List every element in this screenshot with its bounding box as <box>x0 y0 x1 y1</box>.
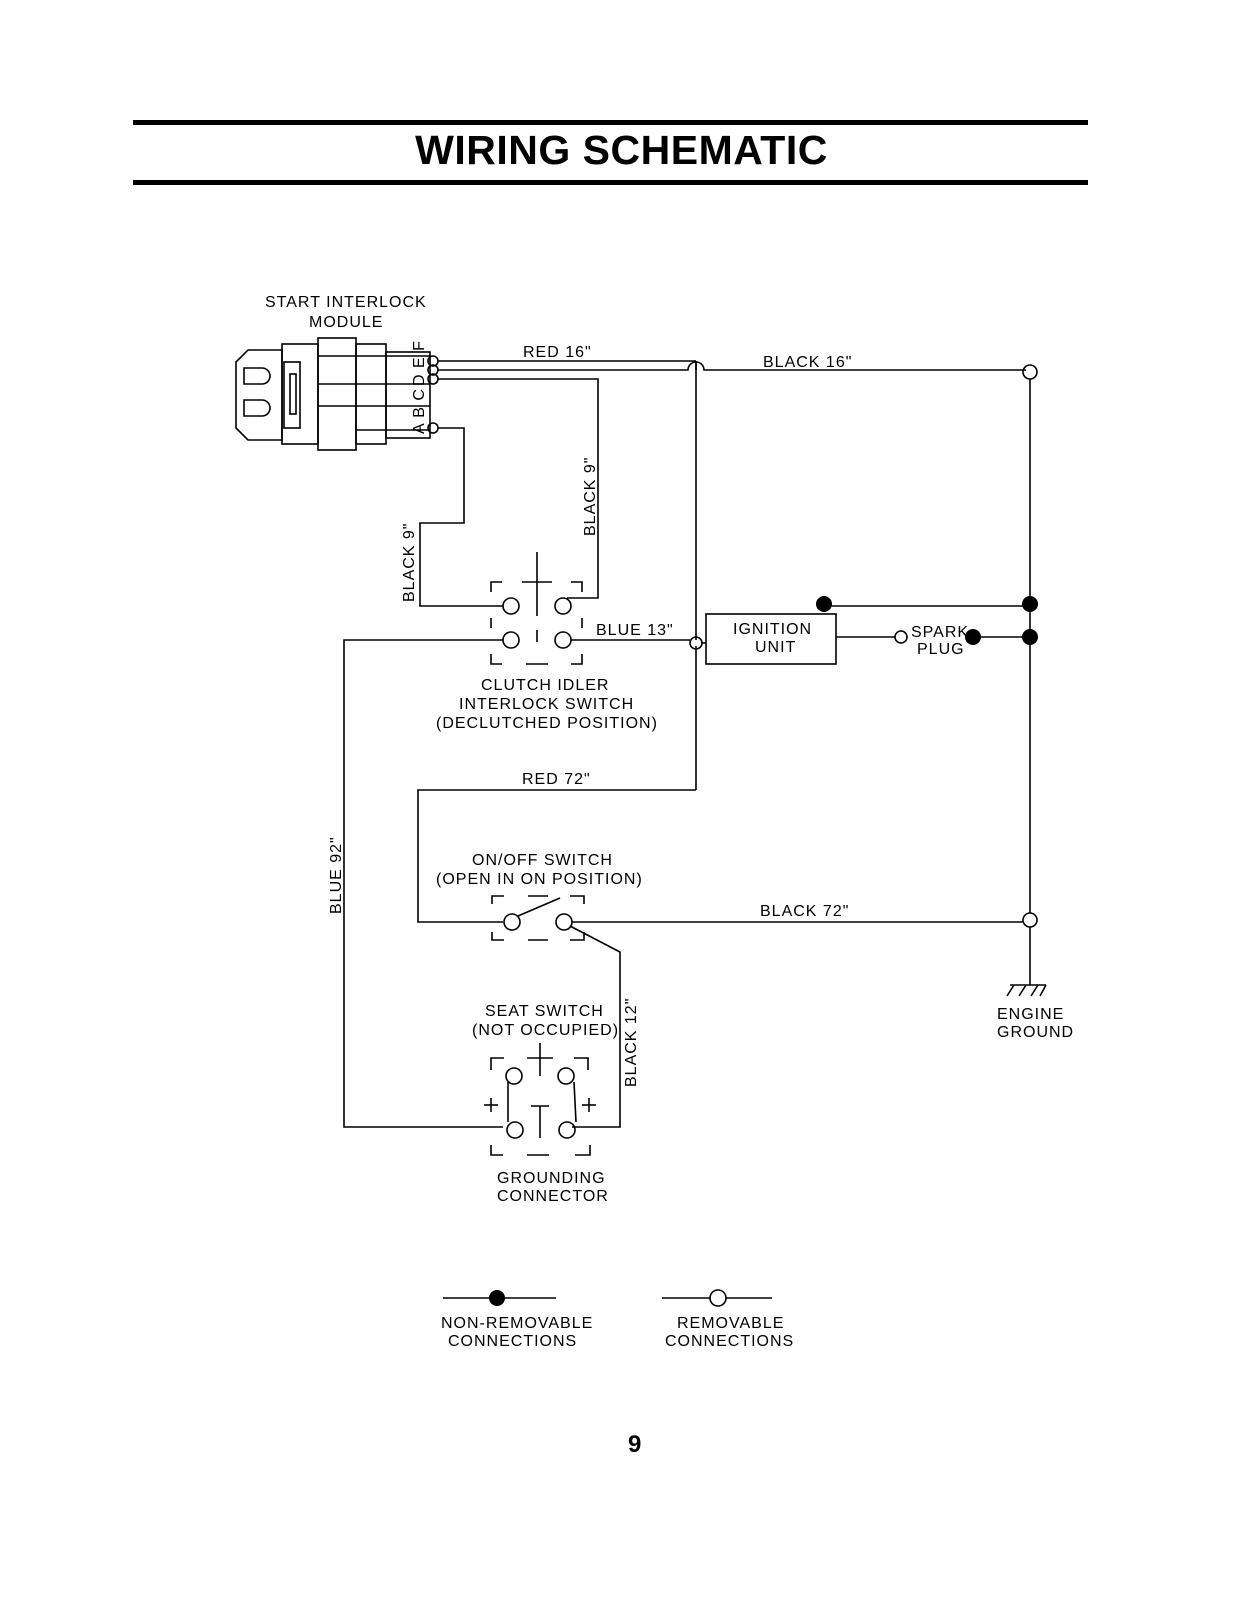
wire-black-9-left <box>419 427 503 607</box>
wire-red-72 <box>417 789 696 923</box>
wire-black-16 <box>438 361 1026 371</box>
wire-black-12 <box>569 925 621 1128</box>
legend-removable-line1: REMOVABLE <box>677 1315 784 1332</box>
spark-label-line2: PLUG <box>917 641 965 658</box>
module-pins-def: D E F <box>411 340 428 386</box>
legend-non-removable-symbol <box>489 1290 505 1306</box>
onoff-switch <box>491 895 585 941</box>
title-rule-bottom <box>133 180 1088 185</box>
wire-label-blue-13: BLUE 13" <box>596 622 674 639</box>
start-interlock-module <box>235 337 431 451</box>
removable-connection-bottom-right <box>1022 912 1038 928</box>
spark-label-line1: SPARK <box>911 624 969 641</box>
title-rule-top <box>133 120 1088 125</box>
non-removable-connection-spark <box>965 629 981 645</box>
onoff-label-line1: ON/OFF SWITCH <box>472 852 613 869</box>
wire-label-red-16: RED 16" <box>523 344 592 361</box>
wire-label-red-72: RED 72" <box>522 771 591 788</box>
seat-label-line1: SEAT SWITCH <box>485 1003 604 1020</box>
non-removable-connection-bus-1 <box>1022 596 1038 612</box>
clutch-label-line2: INTERLOCK SWITCH <box>459 696 634 713</box>
wire-blue-92 <box>343 639 503 1128</box>
legend-non-removable-line1: NON-REMOVABLE <box>441 1315 593 1332</box>
engine-ground-icon <box>1006 984 1047 997</box>
module-label-line2: MODULE <box>309 314 383 331</box>
wire-label-black-9-right: BLACK 9" <box>582 457 599 537</box>
clutch-idler-switch <box>490 552 583 665</box>
non-removable-connection-ignition <box>816 596 832 612</box>
non-removable-connection-bus-2 <box>1022 629 1038 645</box>
ignition-unit <box>705 613 837 665</box>
removable-connection-top-right <box>1022 364 1038 380</box>
page-number: 9 <box>628 1431 642 1458</box>
grounding-label-line1: GROUNDING <box>497 1170 606 1187</box>
module-label-line1: START INTERLOCK <box>265 294 427 311</box>
legend-non-removable-line2: CONNECTIONS <box>448 1333 577 1350</box>
wire-label-blue-92: BLUE 92" <box>328 836 345 914</box>
legend-removable-line2: CONNECTIONS <box>665 1333 794 1350</box>
engine-ground-label-line2: GROUND <box>997 1024 1074 1041</box>
seat-label-line2: (NOT OCCUPIED) <box>472 1022 619 1039</box>
ignition-label-line1: IGNITION <box>733 621 812 638</box>
legend-removable-symbol <box>709 1289 727 1307</box>
wire-label-black-72: BLACK 72" <box>760 903 849 920</box>
ignition-label-line2: UNIT <box>755 639 796 656</box>
wire-label-black-9-left: BLACK 9" <box>401 523 418 603</box>
clutch-label-line3: (DECLUTCHED POSITION) <box>436 715 658 732</box>
wire-black-9-right <box>438 378 599 599</box>
onoff-label-line2: (OPEN IN ON POSITION) <box>436 871 643 888</box>
clutch-label-line1: CLUTCH IDLER <box>481 677 609 694</box>
seat-switch <box>484 1043 596 1156</box>
wire-label-black-12: BLACK 12" <box>623 998 640 1087</box>
wire-label-black-16: BLACK 16" <box>763 354 852 371</box>
grounding-label-line2: CONNECTOR <box>497 1188 609 1205</box>
module-pins-abc: A B C <box>411 388 428 434</box>
engine-ground-label-line1: ENGINE <box>997 1006 1064 1023</box>
page-title: WIRING SCHEMATIC <box>415 127 828 173</box>
